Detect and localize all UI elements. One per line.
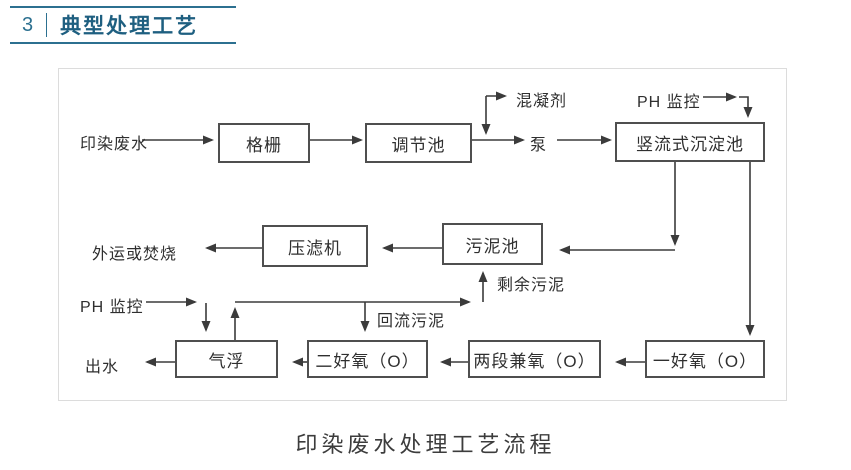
node-air-flotation: 气浮 xyxy=(175,340,278,378)
label-return-sludge: 回流污泥 xyxy=(377,313,446,330)
label-pump: 泵 xyxy=(530,137,548,154)
node-two-stage-facultative: 两段兼氧（O） xyxy=(468,340,601,378)
section-number: 3 xyxy=(22,13,34,36)
node-filter-press: 压滤机 xyxy=(262,225,368,267)
node-regulating-tank: 调节池 xyxy=(365,123,472,163)
label-disposal: 外运或焚烧 xyxy=(92,246,178,263)
label-excess-sludge: 剩余污泥 xyxy=(497,277,566,294)
diagram-caption: 印染废水处理工艺流程 xyxy=(295,432,556,457)
node-aerobic-1: 一好氧（O） xyxy=(645,340,765,378)
section-title: 典型处理工艺 xyxy=(60,15,199,38)
header-divider xyxy=(46,13,48,37)
node-grating: 格栅 xyxy=(218,123,310,163)
node-sludge-tank: 污泥池 xyxy=(442,223,543,265)
label-ph-monitor-top: PH 监控 xyxy=(637,94,701,111)
label-coagulant: 混凝剂 xyxy=(516,93,568,110)
label-effluent: 出水 xyxy=(85,359,120,376)
node-sedimentation-tank: 竖流式沉淀池 xyxy=(615,122,765,162)
label-influent: 印染废水 xyxy=(80,136,149,153)
label-ph-monitor-bottom: PH 监控 xyxy=(80,299,144,316)
section-header: 3 典型处理工艺 xyxy=(10,6,236,44)
node-aerobic-2: 二好氧（O） xyxy=(307,340,428,378)
